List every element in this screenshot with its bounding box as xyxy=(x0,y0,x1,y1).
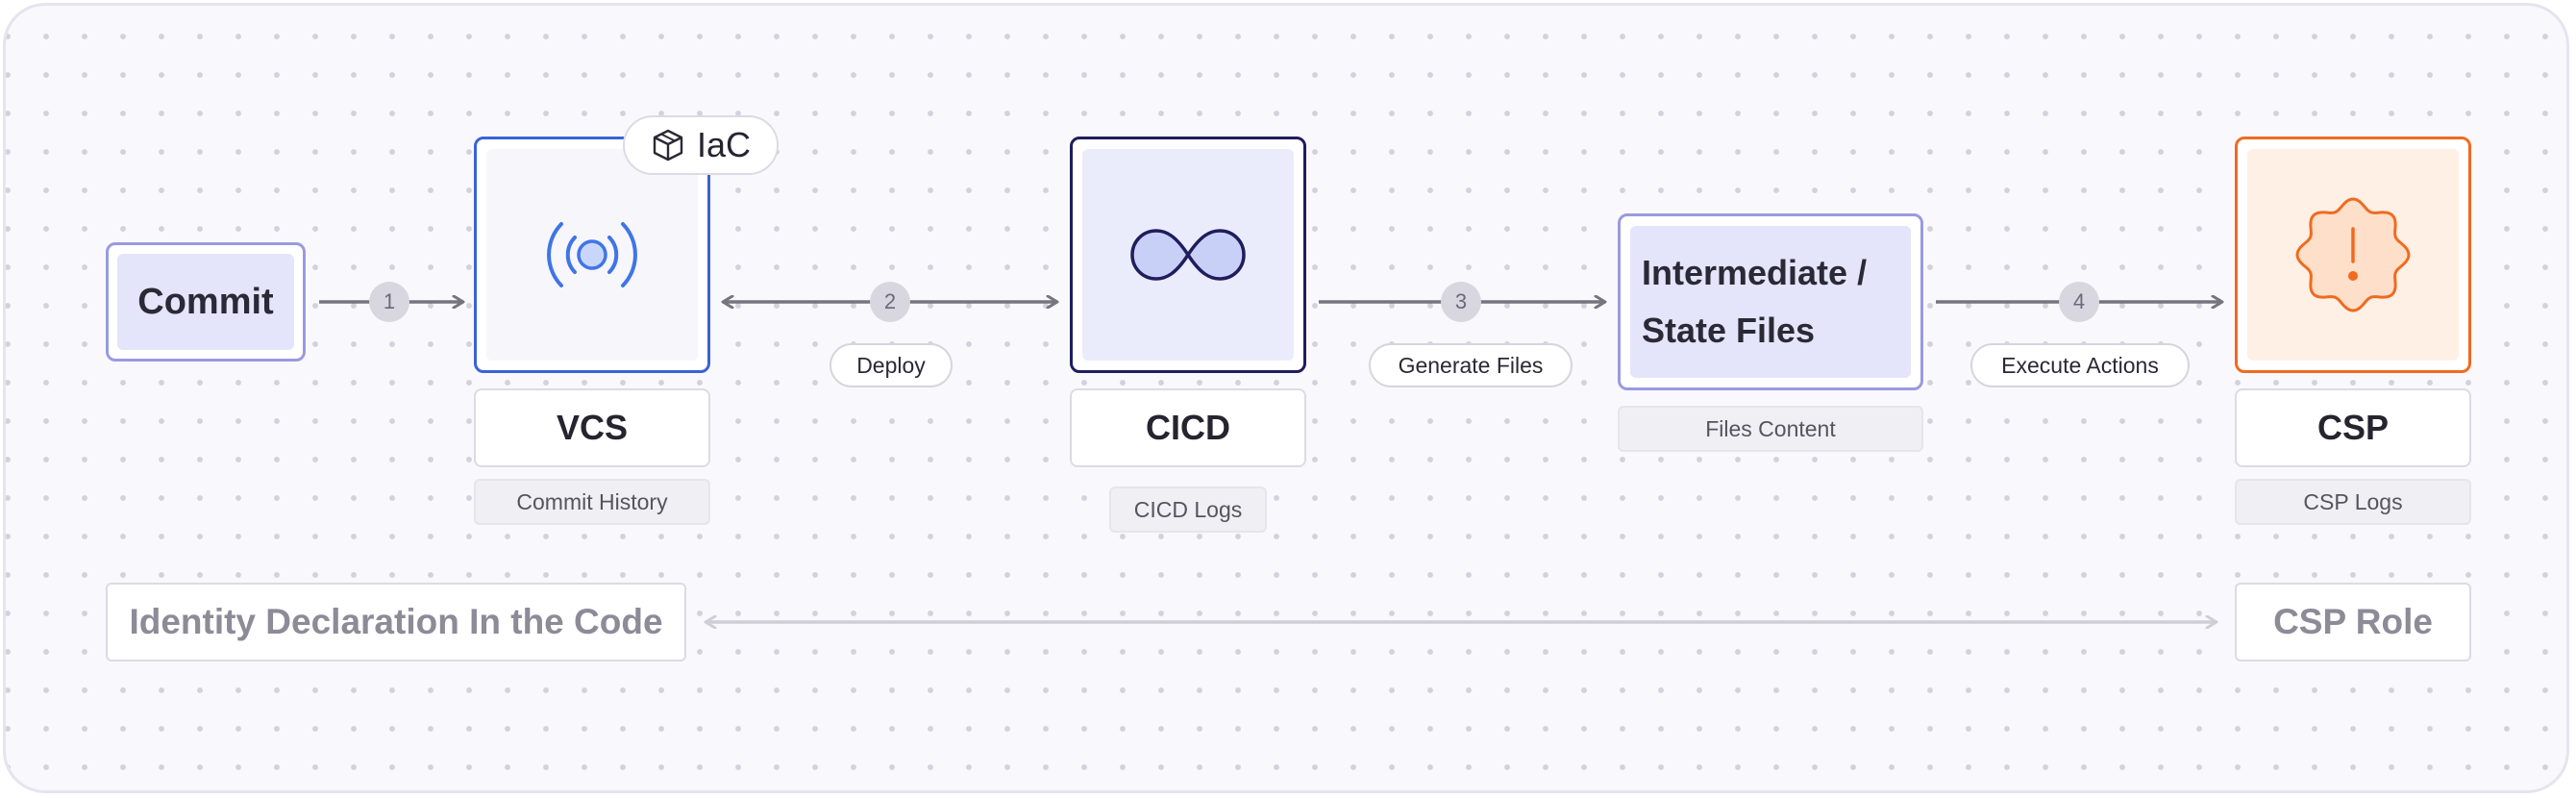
csp-role-box: CSP Role xyxy=(2235,583,2471,661)
step-number-3: 3 xyxy=(1441,282,1481,322)
state-files-node: Intermediate / State Files xyxy=(1618,213,1923,390)
step-label-generate-files: Generate Files xyxy=(1369,343,1573,387)
commit-label: Commit xyxy=(117,254,294,350)
iac-label: IaC xyxy=(696,125,752,164)
cube-icon xyxy=(653,129,683,162)
state-files-label-line1: Intermediate / xyxy=(1642,253,1868,292)
infinity-icon xyxy=(1130,229,1246,281)
step-label-execute-actions: Execute Actions xyxy=(1970,343,2190,387)
commit-node: Commit xyxy=(106,242,306,362)
identity-declaration-box: Identity Declaration In the Code xyxy=(106,583,686,661)
vcs-sub-label: Commit History xyxy=(474,479,710,525)
vcs-label: VCS xyxy=(474,388,710,467)
alert-badge-icon xyxy=(2295,197,2411,312)
state-files-sub-label: Files Content xyxy=(1618,406,1923,452)
cicd-node xyxy=(1070,137,1306,373)
step-number-2: 2 xyxy=(870,282,910,322)
csp-sub-label: CSP Logs xyxy=(2235,479,2471,525)
broadcast-icon xyxy=(547,222,637,287)
cicd-sub-label: CICD Logs xyxy=(1109,486,1267,533)
csp-node xyxy=(2235,137,2471,373)
csp-label: CSP xyxy=(2235,388,2471,467)
state-files-label-line2: State Files xyxy=(1642,311,1816,350)
cicd-label: CICD xyxy=(1070,388,1306,467)
iac-tag: IaC xyxy=(623,115,779,175)
step-label-deploy: Deploy xyxy=(830,343,953,387)
step-number-1: 1 xyxy=(369,282,409,322)
step-number-4: 4 xyxy=(2059,282,2099,322)
vcs-node xyxy=(474,137,710,373)
